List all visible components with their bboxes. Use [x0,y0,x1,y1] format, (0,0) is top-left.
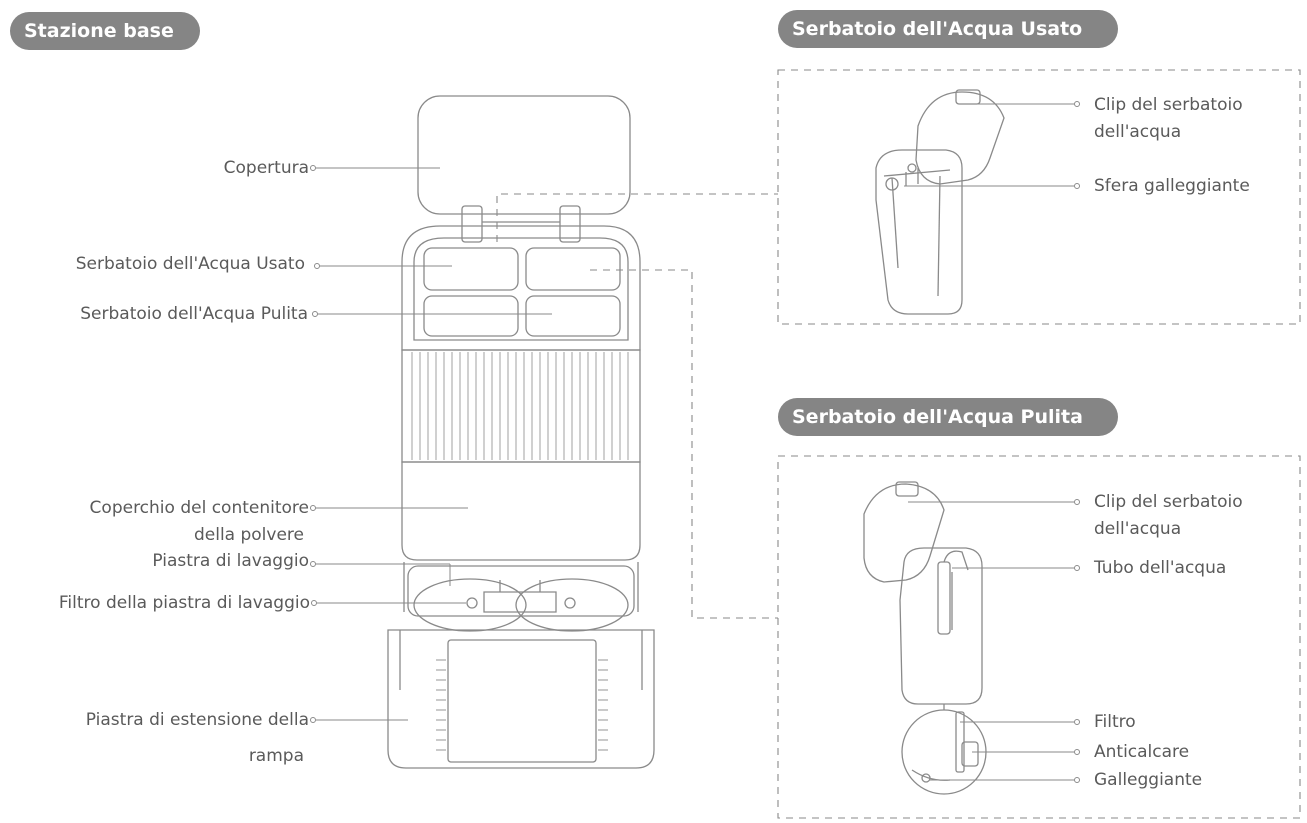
label-float-ball: Sfera galleggiante [1094,175,1250,197]
label-wash-filter: Filtro della piastra di lavaggio [59,592,310,614]
label-water-tube: Tubo dell'acqua [1094,557,1226,579]
label-dust-cover-line1: Coperchio del contenitore [90,497,309,519]
label-dirty-clip-line1: Clip del serbatoio [1094,94,1243,116]
label-dust-cover-line2: della polvere [194,524,304,546]
clean-tank-illustration [864,482,986,794]
base-station-illustration [388,96,654,768]
label-wash-plate: Piastra di lavaggio [152,550,309,572]
label-ramp-line2: rampa [249,745,304,767]
label-floater: Galleggiante [1094,769,1202,791]
label-cover: Copertura [224,157,309,179]
label-clean-tank: Serbatoio dell'Acqua Pulita [80,303,308,325]
label-ramp-line1: Piastra di estensione della [86,709,309,731]
dirty-tank-illustration [876,90,1004,314]
label-clean-clip-line2: dell'acqua [1094,518,1181,540]
label-dirty-tank: Serbatoio dell'Acqua Usato [76,253,305,275]
label-descaler: Anticalcare [1094,741,1189,763]
dirty-leaders [904,102,1080,189]
ramp-ticks [436,660,608,750]
rib-lines [412,352,628,460]
label-filter: Filtro [1094,711,1136,733]
label-dirty-clip-line2: dell'acqua [1094,121,1181,143]
label-clean-clip-line1: Clip del serbatoio [1094,491,1243,513]
